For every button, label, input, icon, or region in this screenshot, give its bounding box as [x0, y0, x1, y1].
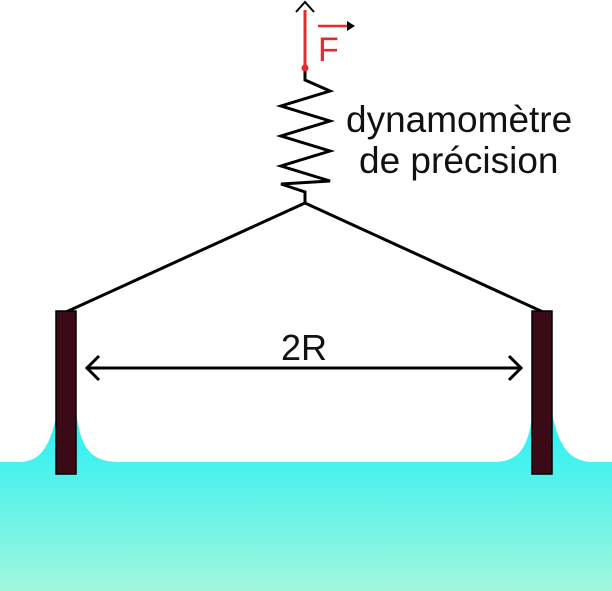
- distance-arrow-head-left: [84, 354, 101, 382]
- right-wire: [303, 201, 545, 314]
- force-origin-dot: [301, 64, 309, 72]
- f-vector-bar-head: [347, 21, 355, 31]
- force-label: F: [318, 31, 339, 69]
- distance-label: 2R: [281, 327, 327, 368]
- right-plate: [531, 310, 553, 475]
- water-surface: [0, 418, 612, 591]
- left-plate: [55, 310, 77, 475]
- spring-label-line1: dynamomètre: [346, 99, 572, 140]
- distance-arrow-head-right: [507, 354, 524, 382]
- force-arrow-head: [295, 0, 315, 13]
- left-wire: [64, 201, 307, 314]
- spring-label-line2: de précision: [359, 140, 559, 181]
- spring: [275, 66, 336, 205]
